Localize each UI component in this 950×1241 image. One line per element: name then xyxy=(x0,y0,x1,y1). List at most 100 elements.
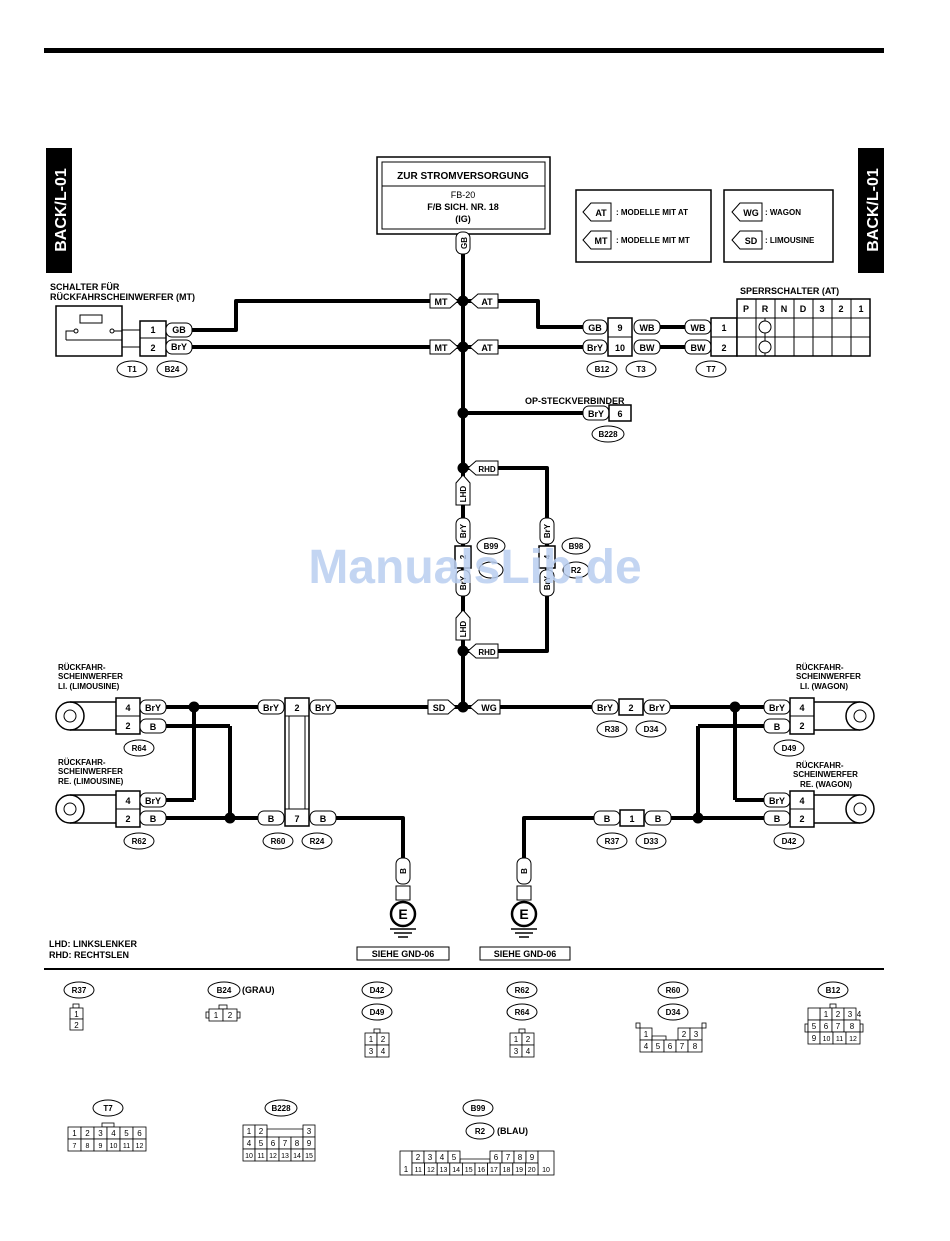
svg-text:OP-STECKVERBINDER: OP-STECKVERBINDER xyxy=(525,396,625,406)
power-box-title: ZUR STROMVERSORGUNG xyxy=(397,171,529,182)
svg-text:BACK/L-01: BACK/L-01 xyxy=(865,168,882,252)
svg-text:1: 1 xyxy=(74,1010,79,1019)
connector-pin-number: 5 xyxy=(124,1129,129,1138)
svg-text:2: 2 xyxy=(125,721,130,731)
svg-text:1: 1 xyxy=(514,1035,519,1044)
svg-text:RÜCKFAHR-: RÜCKFAHR- xyxy=(796,663,844,672)
connector-view-b12: B12 1 2 3 4 5 6 7 8 9 10 11 12 xyxy=(804,981,864,1045)
junction-dots xyxy=(188,295,741,824)
svg-text:4: 4 xyxy=(543,554,552,559)
connector-pin-number: 16 xyxy=(477,1167,485,1174)
svg-text:: WAGON: : WAGON xyxy=(765,208,801,217)
connector-pin-number: 8 xyxy=(518,1153,523,1162)
connector-pin-number: 7 xyxy=(506,1153,511,1162)
svg-text:SCHEINWERFER: SCHEINWERFER xyxy=(58,672,123,681)
svg-text:6: 6 xyxy=(824,1022,829,1031)
power-box-line1: FB-20 xyxy=(451,190,476,200)
joint-connector-r60-r24: BrY 2 7 BrY B B R60 R24 xyxy=(257,697,337,850)
svg-text:3: 3 xyxy=(369,1047,374,1056)
header-rule xyxy=(44,48,884,53)
svg-text:E: E xyxy=(398,906,407,922)
svg-text:B: B xyxy=(655,814,662,824)
svg-text:2: 2 xyxy=(799,721,804,731)
svg-text:8: 8 xyxy=(693,1042,698,1051)
svg-text:AT: AT xyxy=(481,343,493,353)
svg-text:BrY: BrY xyxy=(543,523,552,538)
connector-pin-number: 6 xyxy=(271,1139,276,1148)
tag-mt-lower: MT xyxy=(429,339,459,355)
svg-text:BACK/L-01: BACK/L-01 xyxy=(53,168,70,252)
svg-text:WG: WG xyxy=(743,208,759,218)
svg-text:2: 2 xyxy=(682,1030,687,1039)
svg-text:RHD: RHD xyxy=(478,465,496,474)
connector-pin-number: 11 xyxy=(257,1153,264,1160)
svg-text:RHD: RHD xyxy=(478,648,496,657)
svg-text:BrY: BrY xyxy=(459,575,468,590)
svg-text:R2: R2 xyxy=(571,566,582,575)
svg-text:R60: R60 xyxy=(666,986,681,995)
lamp-left-limousine-li: RÜCKFAHR- SCHEINWERFER LI. (LIMOUSINE) 4… xyxy=(55,663,167,757)
svg-text:1: 1 xyxy=(150,325,155,335)
svg-text:RÜCKFAHR-: RÜCKFAHR- xyxy=(58,663,106,672)
svg-text:2: 2 xyxy=(838,304,843,314)
connector-view-b24: B24 (GRAU) 1 2 xyxy=(205,981,275,1022)
joint-connector-r38-d34: BrY 2 BrY R38 D34 xyxy=(591,698,671,738)
svg-text:7: 7 xyxy=(294,814,299,824)
connector-pin-number: 4 xyxy=(247,1139,252,1148)
power-box-line2: F/B SICH. NR. 18 xyxy=(427,202,499,212)
svg-text:B228: B228 xyxy=(598,430,618,439)
connector-pin-number: 13 xyxy=(440,1167,448,1174)
connector-pin-number: 9 xyxy=(307,1139,312,1148)
connector-pin-number: 1 xyxy=(404,1165,409,1174)
lamp-right-wagon-li: RÜCKFAHR- SCHEINWERFER LI. (WAGON) BrY B… xyxy=(763,663,875,757)
svg-text:T7: T7 xyxy=(103,1104,113,1113)
svg-text:BrY: BrY xyxy=(597,703,613,713)
connector-pin-number: 10 xyxy=(245,1153,253,1160)
svg-text:E: E xyxy=(519,906,528,922)
svg-text:3: 3 xyxy=(514,1047,519,1056)
svg-text:2: 2 xyxy=(228,1011,233,1020)
connector-pin-number: 3 xyxy=(428,1153,433,1162)
svg-text:4: 4 xyxy=(799,796,804,806)
connector-view-r60-d34: R60 D34 1 2 3 4 5 6 7 8 xyxy=(635,981,707,1053)
lamp-right-wagon-re: RÜCKFAHR- SCHEINWERFER RE. (WAGON) BrY B… xyxy=(763,761,875,850)
svg-text:11: 11 xyxy=(836,1036,843,1043)
svg-text:B99: B99 xyxy=(471,1104,486,1113)
svg-text:2: 2 xyxy=(125,814,130,824)
svg-text:B: B xyxy=(774,722,781,732)
connector-pin-number: 14 xyxy=(293,1153,301,1160)
svg-text:R64: R64 xyxy=(515,1008,530,1017)
note-lhd: LHD: LINKSLENKER xyxy=(49,939,137,949)
svg-text:R64: R64 xyxy=(132,744,147,753)
connector-pin-number: 13 xyxy=(281,1153,289,1160)
svg-text:B: B xyxy=(399,868,408,874)
svg-text:R: R xyxy=(762,304,769,314)
connector-pin-number: 3 xyxy=(98,1129,103,1138)
svg-text:BrY: BrY xyxy=(769,703,785,713)
svg-text:AT: AT xyxy=(595,208,607,218)
svg-text:1: 1 xyxy=(369,1035,374,1044)
tag-at-lower: AT xyxy=(469,339,499,355)
svg-text:10: 10 xyxy=(615,343,625,353)
svg-text:R62: R62 xyxy=(515,986,530,995)
svg-text:8: 8 xyxy=(850,1022,855,1031)
side-tab-right: BACK/L-01 xyxy=(858,148,884,273)
svg-text:BrY: BrY xyxy=(543,575,552,590)
svg-text:BrY: BrY xyxy=(263,703,279,713)
svg-text:BrY: BrY xyxy=(587,343,603,353)
svg-text:B: B xyxy=(150,814,157,824)
mid-connector-b98: BrY 4 BrY B98 R2 xyxy=(538,517,591,597)
svg-text:D34: D34 xyxy=(666,1008,681,1017)
tag-lhd-upper: LHD xyxy=(455,474,471,506)
tag-mt-upper: MT xyxy=(429,293,459,309)
svg-text:BrY: BrY xyxy=(171,342,187,352)
connector-pin-number: 19 xyxy=(515,1167,523,1174)
svg-text:BrY: BrY xyxy=(315,703,331,713)
svg-text:RE. (WAGON): RE. (WAGON) xyxy=(800,780,852,789)
svg-text:D: D xyxy=(800,304,807,314)
side-tab-left: BACK/L-01 xyxy=(46,148,72,273)
at-inhibitor-switch: SPERRSCHALTER (AT) WB BW 1 2 P R N D 3 2… xyxy=(684,286,871,378)
svg-text:SCHEINWERFER: SCHEINWERFER xyxy=(58,767,123,776)
svg-text:SCHEINWERFER: SCHEINWERFER xyxy=(793,770,858,779)
